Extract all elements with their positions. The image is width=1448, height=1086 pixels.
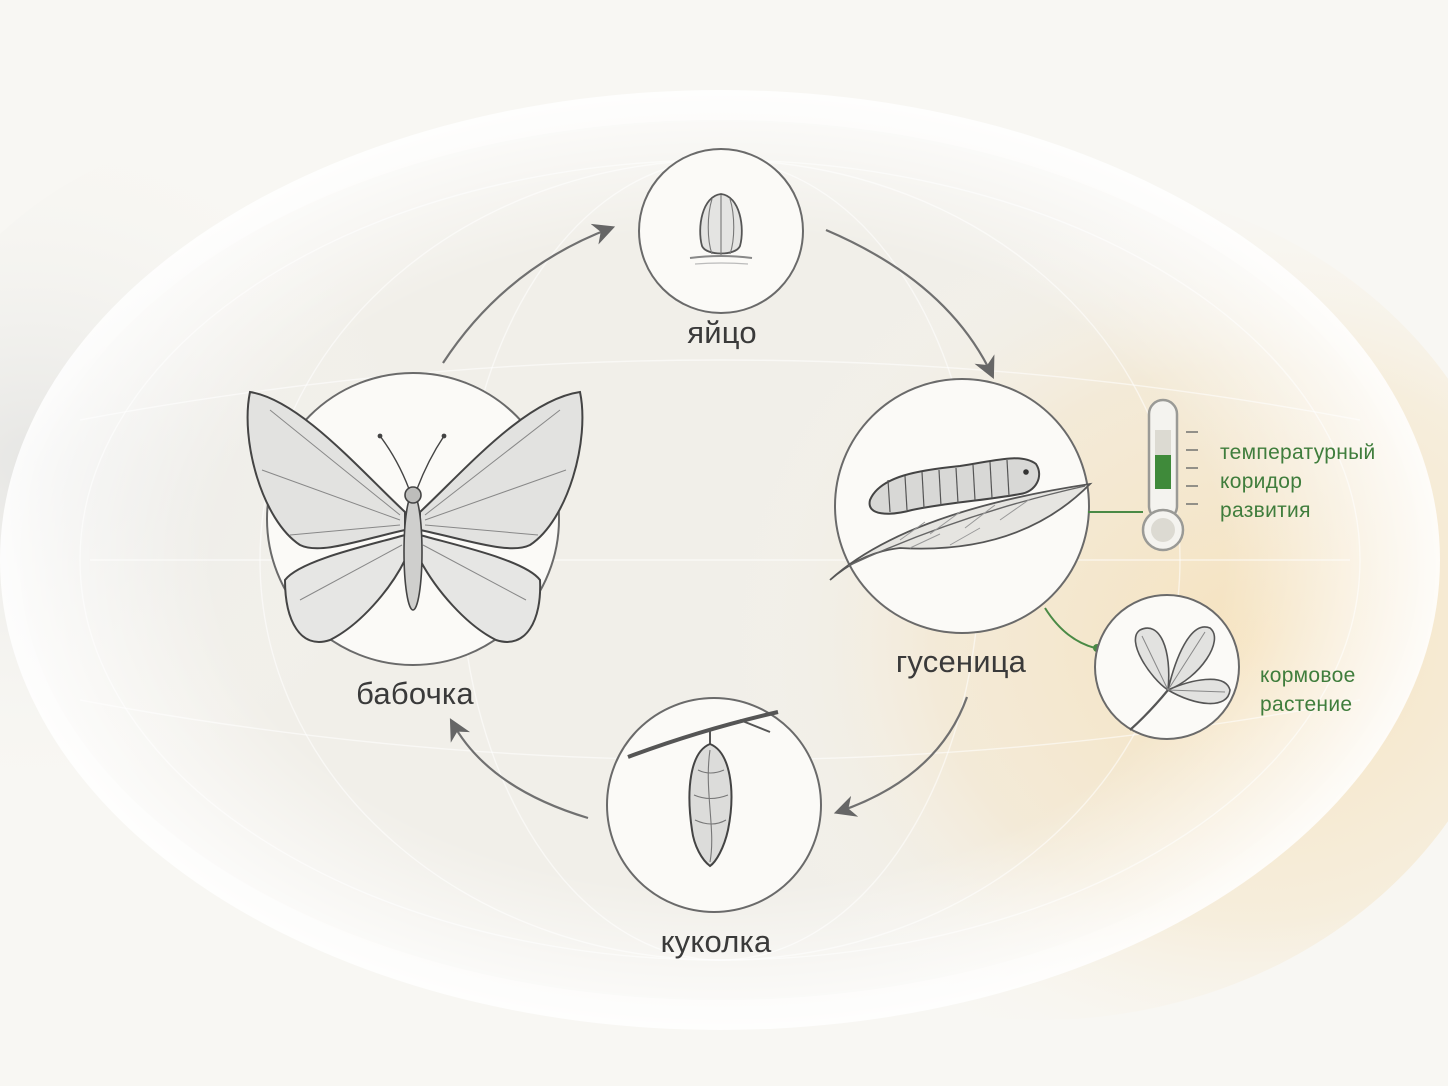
thermometer-icon: [1141, 398, 1198, 552]
cycle-arrows: [442, 223, 995, 820]
pupa-stage: [606, 697, 822, 913]
butterfly-stage: [246, 372, 584, 666]
arrow-pupa-to-butterfly: [449, 718, 589, 820]
temperature-note-line-1: температурный: [1220, 441, 1376, 464]
caterpillar-stage: [829, 378, 1093, 634]
caterpillar-circle: [834, 378, 1090, 634]
butterfly-label: бабочка: [356, 676, 474, 711]
pupa-label: куколка: [660, 924, 772, 959]
host-plant-note-line-2: растение: [1260, 693, 1353, 716]
temperature-annotation: [1088, 398, 1198, 552]
temperature-note-line-2: коридор: [1220, 470, 1303, 493]
caterpillar-icon: [868, 457, 1041, 515]
host-plant-connector: [1044, 607, 1096, 649]
arrow-egg-to-caterpillar: [825, 228, 995, 379]
chrysalis-icon: [688, 730, 733, 868]
host-plant-annotation: [1044, 594, 1240, 740]
temperature-fill: [1155, 455, 1171, 489]
twig-icon: [627, 710, 779, 759]
temperature-note: температурный коридор развития: [1220, 438, 1376, 525]
egg-stage: [638, 148, 804, 314]
host-plant-leaf-icon: [1129, 626, 1231, 731]
host-plant-note: кормовое растение: [1260, 661, 1356, 719]
temperature-note-line-3: развития: [1220, 499, 1311, 522]
butterfly-icon: [246, 390, 584, 643]
egg-icon: [689, 193, 753, 265]
arrow-butterfly-to-egg: [442, 223, 616, 364]
egg-label: яйцо: [687, 315, 757, 350]
arrow-caterpillar-to-pupa: [833, 696, 969, 817]
leaf-icon: [829, 482, 1093, 581]
caterpillar-label: гусеница: [895, 644, 1027, 679]
host-plant-note-line-1: кормовое: [1260, 664, 1356, 687]
